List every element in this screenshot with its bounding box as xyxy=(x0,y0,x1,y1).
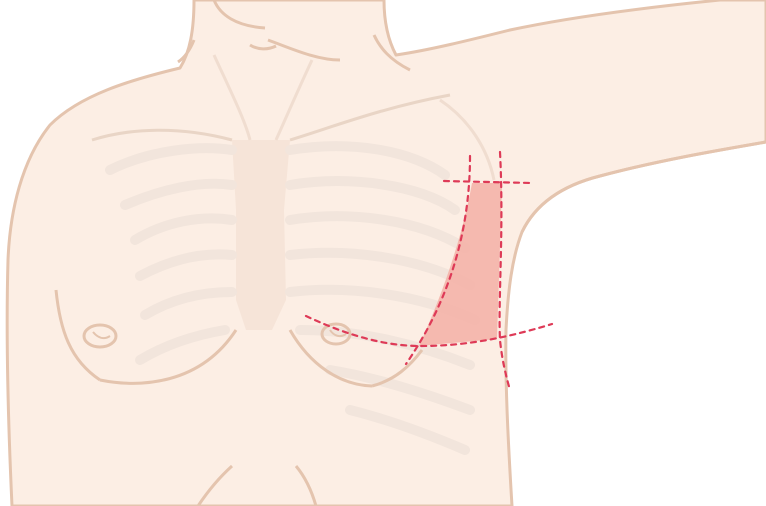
sternum xyxy=(232,140,290,330)
